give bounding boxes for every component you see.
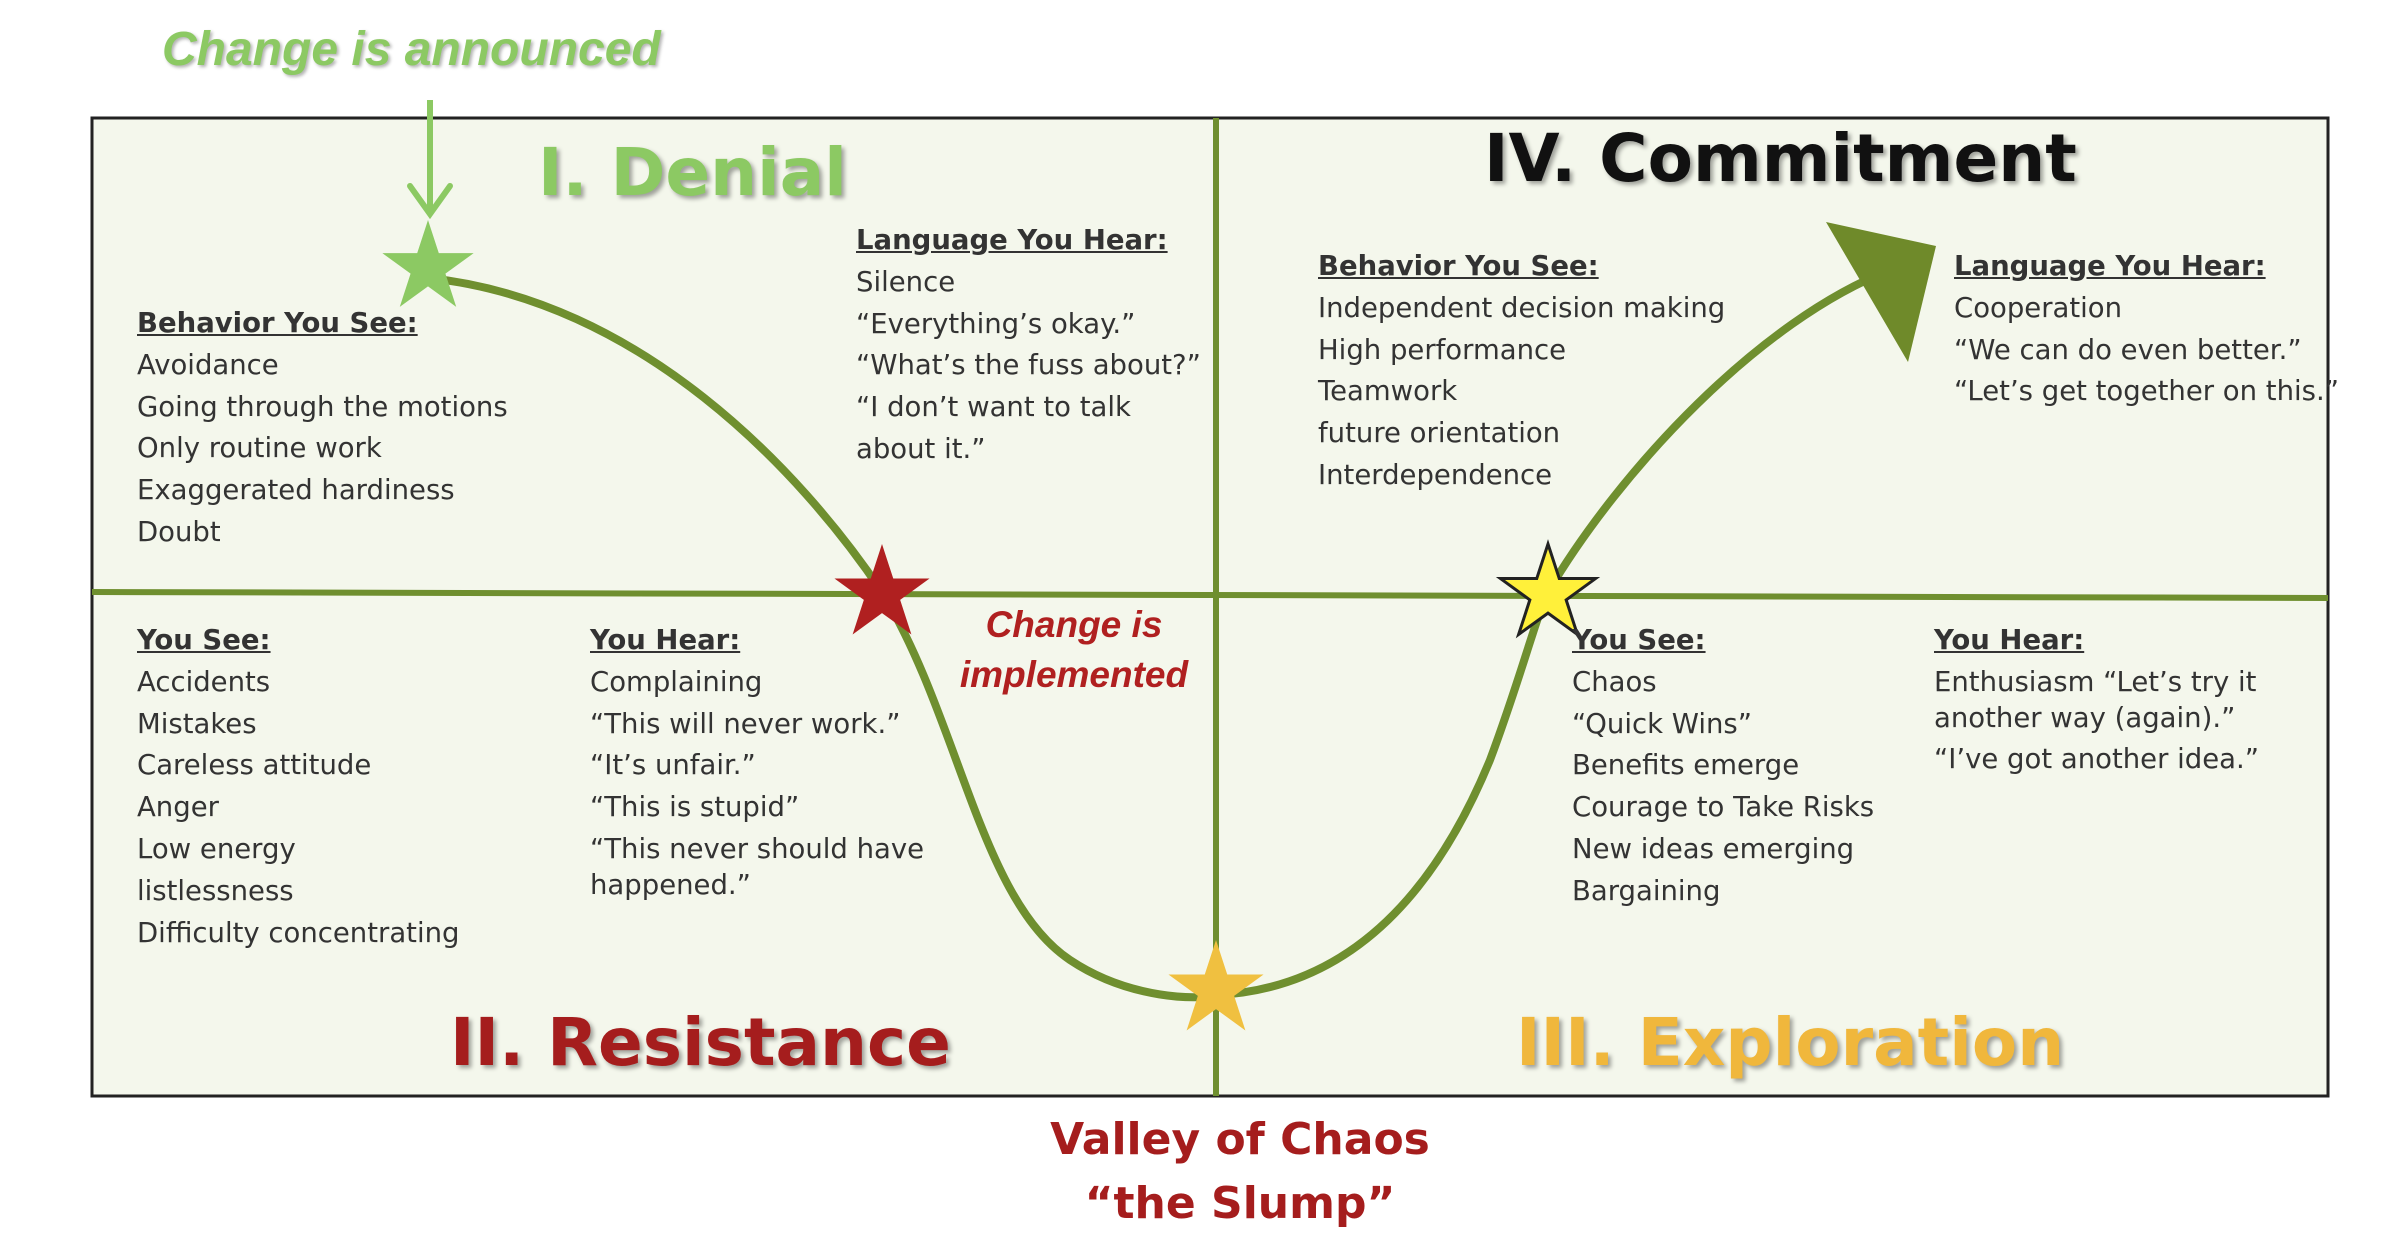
list-heading: You See: bbox=[1572, 624, 1706, 656]
list-item: listlessness bbox=[137, 874, 294, 907]
star-resistance bbox=[834, 544, 930, 635]
list-heading: Language You Hear: bbox=[1954, 250, 2266, 282]
list-item: “What’s the fuss about?” bbox=[856, 349, 1201, 382]
implemented-line-1: Change is bbox=[985, 604, 1163, 645]
list-item: about it.” bbox=[856, 432, 986, 465]
exploration-see-list: You See: Chaos “Quick Wins” Benefits eme… bbox=[1572, 620, 1874, 913]
star-valley bbox=[1168, 940, 1264, 1031]
list-item: New ideas emerging bbox=[1572, 832, 1855, 865]
list-item: Benefits emerge bbox=[1572, 749, 1800, 782]
denial-behavior-list: Behavior You See: Avoidance Going throug… bbox=[137, 303, 508, 554]
list-item: “This will never work.” bbox=[590, 707, 901, 740]
list-item: “Everything’s okay.” bbox=[856, 307, 1136, 340]
title-exploration: III. Exploration bbox=[1516, 1004, 2065, 1081]
list-item: Chaos bbox=[1572, 665, 1657, 698]
valley-line-1: Valley of Chaos bbox=[1050, 1114, 1430, 1165]
list-heading: You Hear: bbox=[590, 624, 741, 656]
list-item: High performance bbox=[1318, 333, 1567, 366]
list-item: happened.” bbox=[590, 868, 751, 901]
list-heading: Language You Hear: bbox=[856, 224, 1168, 256]
title-commitment: IV. Commitment bbox=[1484, 120, 2077, 197]
change-implemented-label: Change is implemented bbox=[944, 600, 1204, 700]
implemented-line-2: implemented bbox=[959, 654, 1189, 695]
valley-line-2: “the Slump” bbox=[1084, 1178, 1396, 1229]
list-item: Independent decision making bbox=[1318, 291, 1726, 324]
resistance-see-list: You See: Accidents Mistakes Careless att… bbox=[137, 620, 459, 954]
curve-arrowhead bbox=[1826, 222, 1936, 362]
list-item: Mistakes bbox=[137, 707, 257, 740]
list-item: Avoidance bbox=[137, 348, 279, 381]
list-item: Silence bbox=[856, 265, 956, 298]
change-announced-label: Change is announced bbox=[162, 23, 661, 76]
list-item: future orientation bbox=[1318, 417, 1561, 450]
title-resistance: II. Resistance bbox=[450, 1004, 951, 1081]
list-item: “We can do even better.” bbox=[1954, 333, 2302, 366]
list-item: “Quick Wins” bbox=[1572, 707, 1752, 740]
list-item: Complaining bbox=[590, 665, 763, 698]
list-item: Careless attitude bbox=[137, 749, 372, 782]
list-item: “This never should have bbox=[590, 832, 925, 865]
list-item: Enthusiasm “Let’s try it bbox=[1934, 665, 2257, 698]
resistance-hear-list: You Hear: Complaining “This will never w… bbox=[590, 620, 924, 907]
star-exploration bbox=[1495, 539, 1601, 639]
denial-language-list: Language You Hear: Silence “Everything’s… bbox=[856, 220, 1201, 471]
list-heading: Behavior You See: bbox=[1318, 250, 1599, 282]
list-item: Anger bbox=[137, 791, 219, 824]
title-denial: I. Denial bbox=[538, 134, 847, 211]
list-item: “I don’t want to talk bbox=[856, 391, 1131, 424]
list-item: Courage to Take Risks bbox=[1572, 791, 1875, 824]
list-item: Exaggerated hardiness bbox=[137, 474, 455, 507]
star-denial bbox=[382, 220, 474, 307]
list-item: “It’s unfair.” bbox=[590, 749, 756, 782]
list-item: Bargaining bbox=[1572, 874, 1721, 907]
list-item: Going through the motions bbox=[137, 390, 508, 423]
list-item: Doubt bbox=[137, 515, 221, 548]
list-item: Teamwork bbox=[1318, 375, 1458, 408]
list-item: Accidents bbox=[137, 665, 271, 698]
commitment-behavior-list: Behavior You See: Independent decision m… bbox=[1318, 246, 1725, 497]
list-item: another way (again).” bbox=[1934, 701, 2236, 734]
list-item: Only routine work bbox=[137, 432, 382, 465]
list-item: Interdependence bbox=[1318, 458, 1553, 491]
list-heading: You See: bbox=[137, 624, 271, 656]
list-item: “Let’s get together on this.” bbox=[1954, 375, 2339, 408]
commitment-language-list: Language You Hear: Cooperation “We can d… bbox=[1954, 246, 2339, 413]
list-heading: You Hear: bbox=[1934, 624, 2085, 656]
list-item: Cooperation bbox=[1954, 291, 2123, 324]
horizontal-divider bbox=[91, 589, 2329, 601]
list-item: Low energy bbox=[137, 832, 296, 865]
list-item: Difficulty concentrating bbox=[137, 916, 460, 949]
valley-label: Valley of Chaos “the Slump” bbox=[1000, 1108, 1480, 1236]
list-heading: Behavior You See: bbox=[137, 307, 418, 339]
exploration-hear-list: You Hear: Enthusiasm “Let’s try it anoth… bbox=[1934, 620, 2259, 781]
list-item: “I’ve got another idea.” bbox=[1934, 743, 2259, 776]
list-item: “This is stupid” bbox=[590, 791, 800, 824]
announce-arrow-head bbox=[407, 183, 453, 220]
